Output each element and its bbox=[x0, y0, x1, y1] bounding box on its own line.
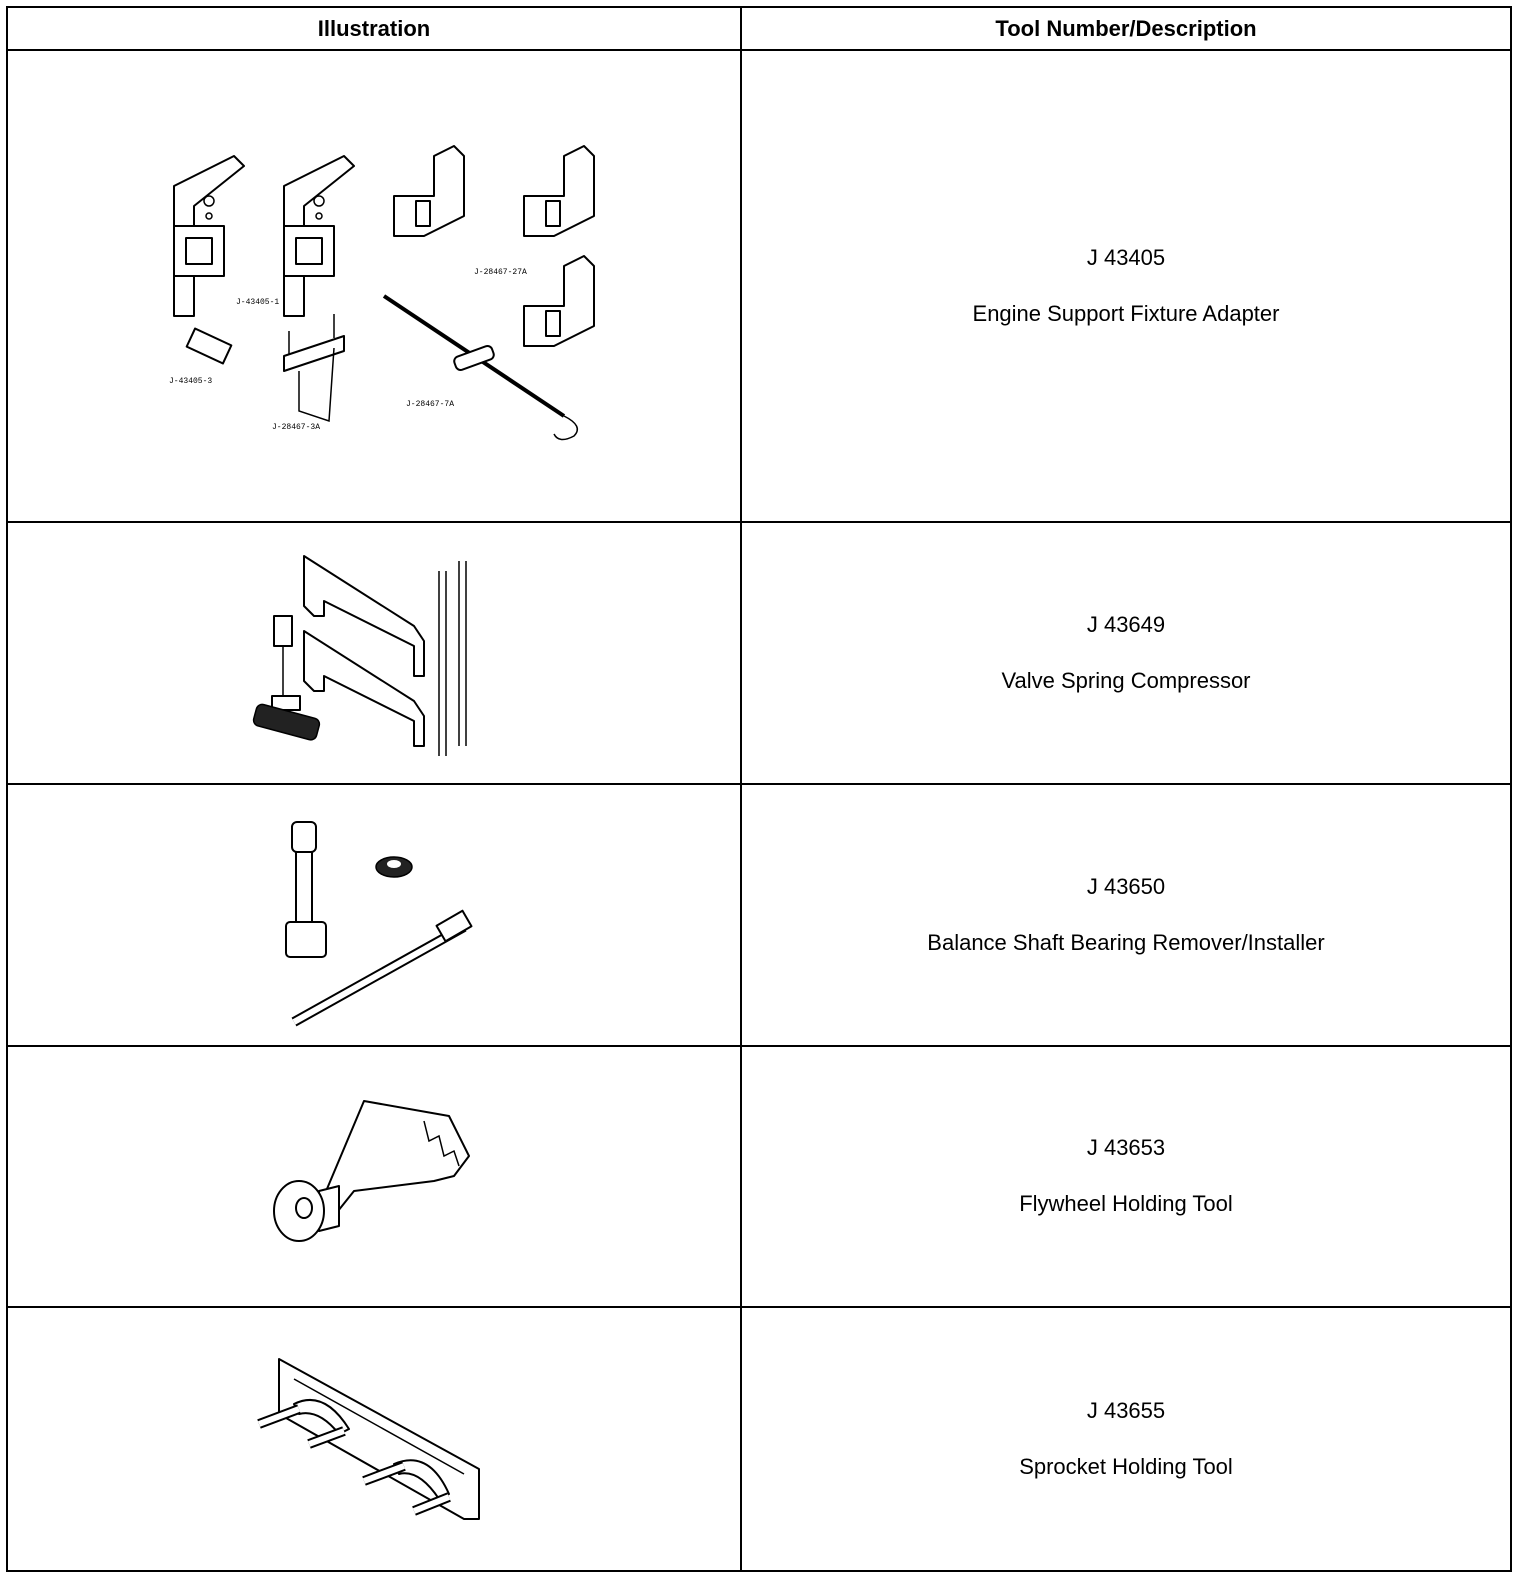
tool-number: J 43655 bbox=[1086, 1398, 1166, 1424]
table-row: J 43653 Flywheel Holding Tool bbox=[6, 1044, 1512, 1309]
callout-j-43405-1: J-43405-1 bbox=[236, 298, 279, 307]
tool-description: Engine Support Fixture Adapter bbox=[972, 301, 1280, 327]
callout-j-28467-7a: J-28467-7A bbox=[406, 400, 454, 409]
illustration-cell bbox=[6, 1306, 742, 1572]
special-tools-table: Illustration Tool Number/Description J-4… bbox=[6, 5, 1512, 1572]
table-row: J-43405-1 J-28467-27A J-43405-3 J-28467-… bbox=[6, 49, 1512, 524]
header-tool-number-description: Tool Number/Description bbox=[740, 5, 1512, 52]
description-cell: J 43649 Valve Spring Compressor bbox=[740, 521, 1512, 785]
description-cell: J 43650 Balance Shaft Bearing Remover/In… bbox=[740, 782, 1512, 1047]
tool-number: J 43653 bbox=[1086, 1135, 1166, 1161]
callout-j-28467-3a: J-28467-3A bbox=[272, 423, 320, 432]
engine-support-fixture-adapter-illustration: J-43405-1 J-28467-27A J-43405-3 J-28467-… bbox=[169, 145, 595, 441]
header-illustration: Illustration bbox=[6, 5, 742, 52]
callout-j-28467-27a: J-28467-27A bbox=[474, 268, 527, 277]
balance-shaft-bearing-remover-installer-illustration bbox=[285, 821, 473, 1027]
callout-j-43405-3: J-43405-3 bbox=[169, 377, 212, 386]
illustration-cell bbox=[6, 1044, 742, 1309]
table-row: J 43655 Sprocket Holding Tool bbox=[6, 1306, 1512, 1572]
tool-description: Sprocket Holding Tool bbox=[1019, 1454, 1233, 1480]
illustration-cell bbox=[6, 521, 742, 785]
illustration-cell bbox=[6, 782, 742, 1047]
tool-description: Balance Shaft Bearing Remover/Installer bbox=[927, 929, 1325, 955]
table-row: J 43650 Balance Shaft Bearing Remover/In… bbox=[6, 782, 1512, 1047]
table-header-row: Illustration Tool Number/Description bbox=[6, 5, 1512, 52]
valve-spring-compressor-illustration bbox=[252, 554, 467, 756]
tool-number: J 43649 bbox=[1086, 612, 1166, 638]
table-row: J 43649 Valve Spring Compressor bbox=[6, 521, 1512, 785]
tool-number: J 43405 bbox=[1086, 245, 1166, 271]
description-cell: J 43405 Engine Support Fixture Adapter bbox=[740, 49, 1512, 524]
description-cell: J 43655 Sprocket Holding Tool bbox=[740, 1306, 1512, 1572]
description-cell: J 43653 Flywheel Holding Tool bbox=[740, 1044, 1512, 1309]
tool-description: Flywheel Holding Tool bbox=[1019, 1191, 1233, 1217]
illustration-cell: J-43405-1 J-28467-27A J-43405-3 J-28467-… bbox=[6, 49, 742, 524]
sprocket-holding-tool-illustration bbox=[257, 1358, 480, 1521]
tool-description: Valve Spring Compressor bbox=[1001, 668, 1251, 694]
flywheel-holding-tool-illustration bbox=[273, 1100, 470, 1243]
tool-number: J 43650 bbox=[1086, 873, 1166, 899]
